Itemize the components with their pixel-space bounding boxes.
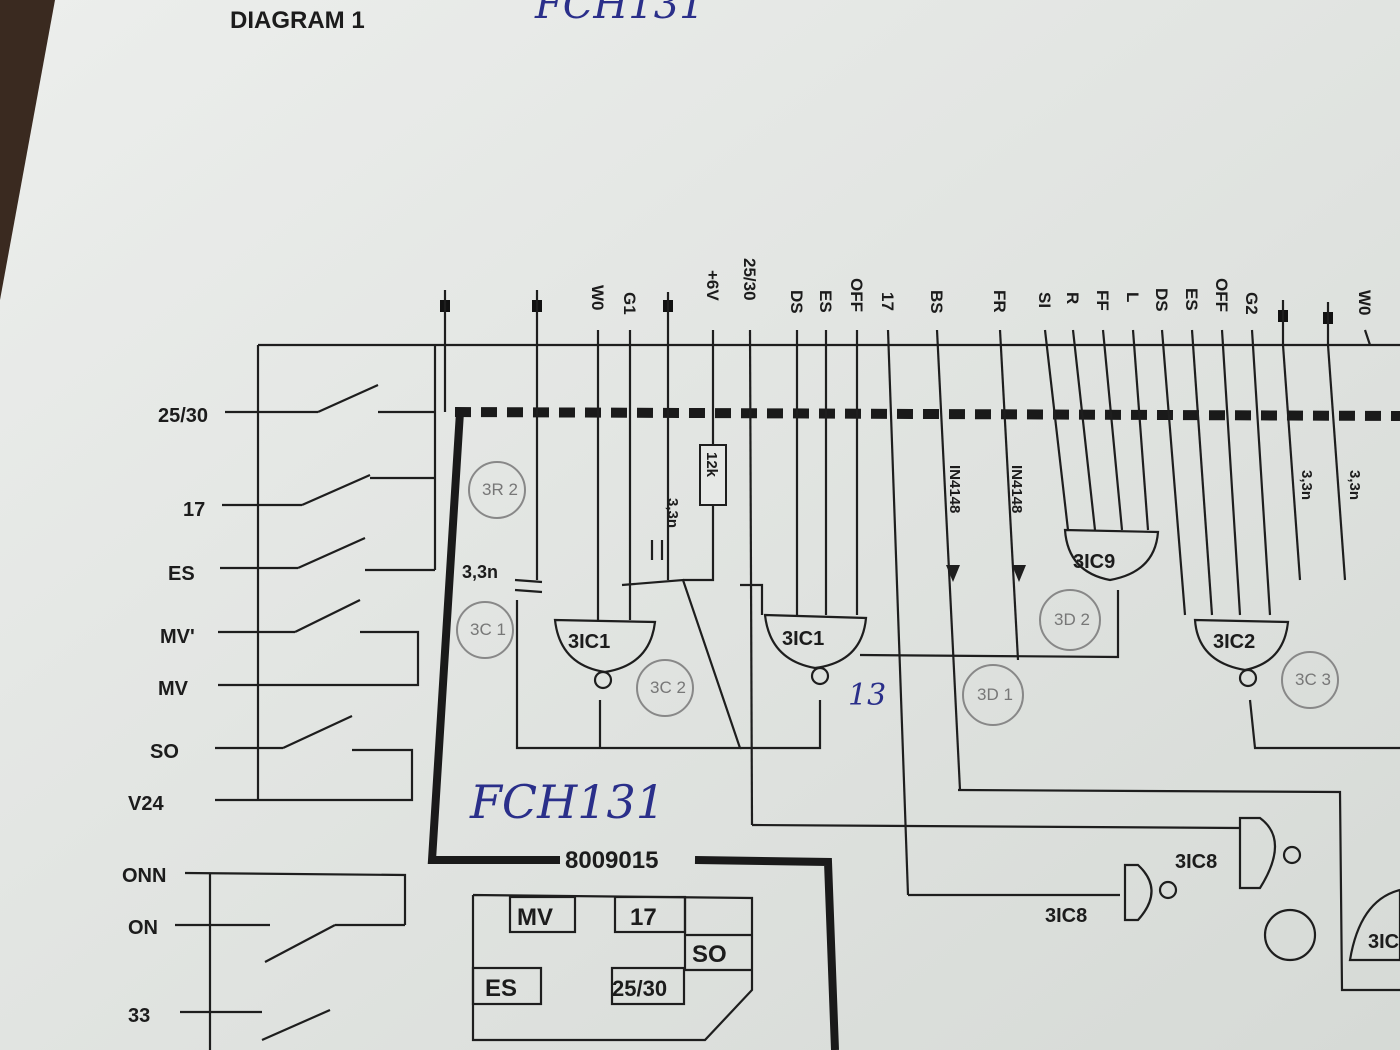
- left-mv-prime: MV': [160, 626, 195, 648]
- svg-text:3C 3: 3C 3: [1295, 670, 1331, 689]
- conn-r: R: [1063, 292, 1082, 304]
- diode-label-a: IN4148: [946, 465, 963, 513]
- conn-es: ES: [816, 290, 835, 313]
- left-on: ON: [128, 917, 158, 939]
- board-number: 8009015: [565, 847, 658, 874]
- left-so: SO: [150, 741, 179, 763]
- svg-text:3IC: 3IC: [1368, 931, 1399, 953]
- left-17: 17: [183, 499, 205, 521]
- handwritten-pin-13: 13: [848, 678, 886, 713]
- gate-3ic1-b: [763, 613, 868, 670]
- signal-wires: [443, 329, 1400, 992]
- conn-25-30: 25/30: [740, 258, 759, 301]
- legend-mv: MV: [517, 904, 553, 931]
- cap-label-a: 3,3n: [462, 562, 498, 582]
- left-mv: MV: [158, 678, 189, 700]
- gate-3ic8-a: [1238, 816, 1277, 890]
- conn-w0: W0: [588, 285, 607, 311]
- board-outline: [427, 411, 560, 864]
- svg-text:3D 2: 3D 2: [1054, 610, 1090, 629]
- conn-l: L: [1123, 292, 1142, 302]
- conn-si: SI: [1035, 292, 1054, 308]
- svg-text:3IC8: 3IC8: [1175, 851, 1217, 873]
- gate-3ic8-b: [1123, 863, 1153, 922]
- table-edge: [0, 0, 55, 300]
- svg-text:12k: 12k: [703, 452, 720, 478]
- legend-box: MV 17 SO ES 25/30: [471, 893, 754, 1042]
- board-edge-dashed: [454, 407, 1400, 421]
- components: 12k 3,3n 3,3n 3,3n 3,3n IN4148 IN4148 3I…: [456, 444, 1400, 962]
- legend-17: 17: [630, 904, 657, 931]
- svg-text:3R 2: 3R 2: [482, 480, 518, 499]
- handwritten-top-note: FCH131: [534, 0, 705, 28]
- left-v24: V24: [128, 793, 164, 815]
- handwritten-board-note: FCH131: [469, 775, 665, 829]
- left-onn: ONN: [122, 865, 166, 887]
- board-outline-right: [694, 856, 839, 1050]
- legend-25-30: 25/30: [612, 976, 667, 1001]
- diode-label-b: IN4148: [1008, 465, 1025, 513]
- switch-panel: 25/30 17 ES MV' MV SO V24 ONN ON 33: [122, 345, 437, 1050]
- svg-text:3C 1: 3C 1: [470, 620, 506, 639]
- svg-text:3IC2: 3IC2: [1213, 631, 1255, 653]
- conn-17: 17: [878, 292, 897, 311]
- conn-ds: DS: [787, 290, 806, 314]
- cap-label-c: 3,3n: [1298, 470, 1315, 500]
- conn-ff: FF: [1093, 290, 1112, 311]
- legend-so: SO: [692, 941, 727, 968]
- conn-es-2: ES: [1182, 288, 1201, 311]
- resistor-12k: [699, 444, 727, 506]
- left-33: 33: [128, 1005, 150, 1027]
- cap-label-d: 3,3n: [1346, 470, 1363, 500]
- svg-text:3IC1: 3IC1: [782, 628, 824, 650]
- conn-bs: BS: [927, 290, 946, 314]
- conn-fr: FR: [990, 290, 1009, 313]
- svg-text:3C 2: 3C 2: [650, 678, 686, 697]
- left-25-30: 25/30: [158, 405, 208, 427]
- top-connector-labels: W0 G1 +6V 25/30 DS ES OFF 17 BS FR SI R …: [588, 258, 1374, 316]
- test-point-ok: [1263, 908, 1317, 962]
- diagram-title: DIAGRAM 1: [230, 7, 365, 34]
- gate-3ic9: [1063, 528, 1160, 582]
- test-points: 3R 2 3C 1 3C 2 3D 2 3D 1 3C 3: [456, 461, 1339, 726]
- legend-es: ES: [485, 975, 517, 1002]
- svg-text:3D 1: 3D 1: [977, 685, 1013, 704]
- left-es: ES: [168, 563, 195, 585]
- conn-6v: +6V: [703, 270, 722, 301]
- conn-ds-2: DS: [1152, 288, 1171, 312]
- ground-pins: [440, 290, 1333, 345]
- cap-label-b: 3,3n: [664, 498, 681, 528]
- conn-w0-2: W0: [1355, 290, 1374, 316]
- conn-g1: G1: [620, 292, 639, 315]
- conn-off: OFF: [847, 278, 866, 312]
- svg-text:3IC1: 3IC1: [568, 631, 610, 653]
- conn-g2: G2: [1242, 292, 1261, 315]
- conn-off-2: OFF: [1212, 278, 1231, 312]
- svg-text:3IC8: 3IC8: [1045, 905, 1087, 927]
- svg-text:3IC9: 3IC9: [1073, 551, 1115, 573]
